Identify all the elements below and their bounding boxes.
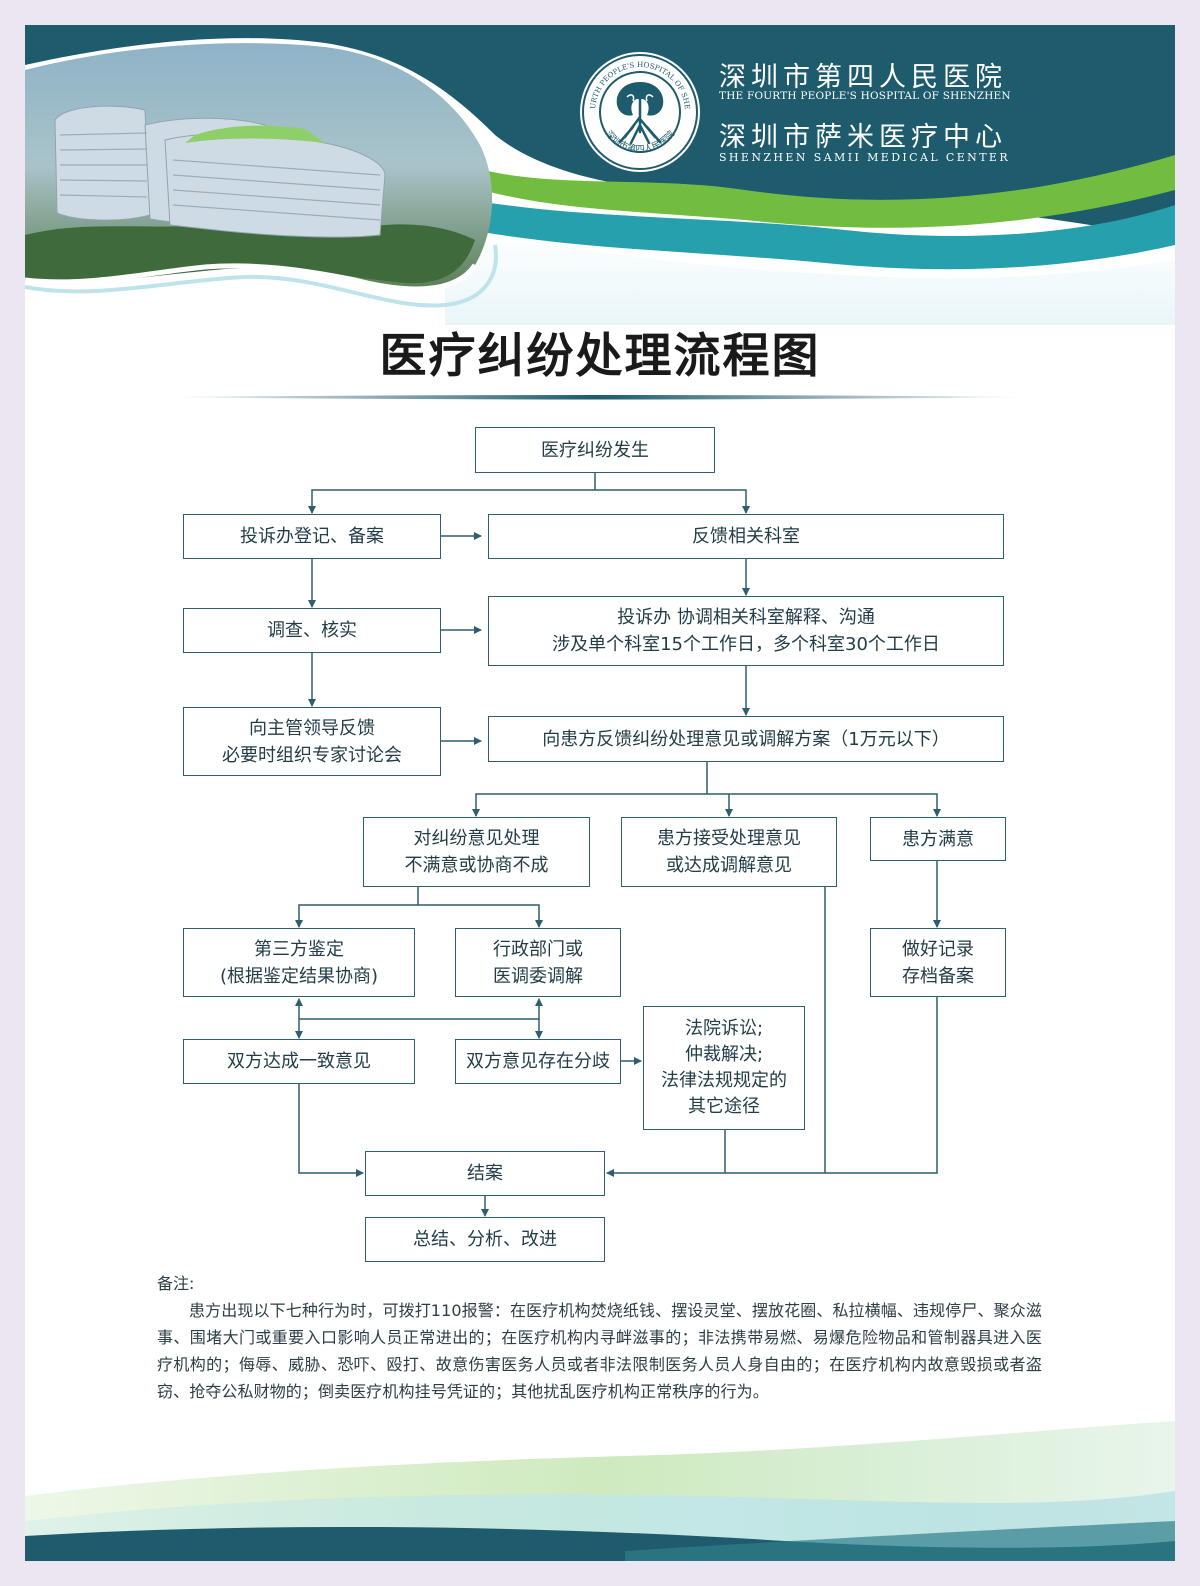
flow-legal-line: 仲裁解决; — [684, 1044, 764, 1065]
flow-record-line: 存档备案 — [902, 965, 974, 987]
flow-agreement: 双方达成一致意见 — [183, 1039, 415, 1084]
flow-report-leader-line: 必要时组织专家讨论会 — [222, 744, 402, 766]
center-name-cn: 深圳市萨米医疗中心 — [719, 122, 1007, 153]
flow-summary: 总结、分析、改进 — [365, 1217, 605, 1262]
flow-feedback-dept: 反馈相关科室 — [488, 514, 1004, 559]
flow-record-line: 做好记录 — [902, 938, 974, 960]
flow-accept-line: 患方接受处理意见 — [657, 828, 801, 849]
flow-coordinate: 投诉办 协调相关科室解释、沟通 涉及单个科室15个工作日，多个科室30个工作日 — [488, 596, 1004, 666]
flow-feedback-dept-label: 反馈相关科室 — [692, 526, 800, 547]
flow-feedback-patient: 向患方反馈纠纷处理意见或调解方案（1万元以下） — [488, 716, 1004, 762]
page-title: 医疗纠纷处理流程图 — [379, 329, 821, 384]
flow-third-party-line: 第三方鉴定 — [254, 938, 344, 960]
flow-legal-line: 其它途径 — [688, 1096, 760, 1117]
center-name-en: SHENZHEN SAMII MEDICAL CENTER — [719, 151, 1011, 164]
flow-satisfied: 患方满意 — [870, 817, 1006, 861]
flow-close-case: 结案 — [365, 1151, 605, 1196]
flow-record: 做好记录 存档备案 — [870, 928, 1006, 997]
flow-report-leader-line: 向主管领导反馈 — [249, 717, 375, 739]
flow-investigate: 调查、核实 — [183, 608, 441, 653]
flow-unsatisfied-line: 不满意或协商不成 — [404, 855, 549, 876]
footer-waves — [25, 1421, 1175, 1561]
flow-disagreement: 双方意见存在分歧 — [455, 1039, 621, 1084]
flow-feedback-patient-label: 向患方反馈纠纷处理意见或调解方案（1万元以下） — [542, 728, 950, 750]
flow-start: 医疗纠纷发生 — [475, 427, 715, 473]
hospital-name-cn: 深圳市第四人民医院 — [719, 62, 1007, 93]
flow-accept-line: 或达成调解意见 — [666, 855, 792, 876]
flow-legal: 法院诉讼; 仲裁解决; 法律法规规定的 其它途径 — [643, 1006, 805, 1130]
flow-satisfied-label: 患方满意 — [902, 828, 974, 850]
poster: THE FOURTH PEOPLE'S HOSPITAL OF SHENZHEN… — [25, 25, 1175, 1561]
flow-summary-label: 总结、分析、改进 — [413, 1229, 557, 1250]
hospital-name-en: THE FOURTH PEOPLE'S HOSPITAL OF SHENZHEN — [719, 90, 1011, 102]
flow-investigate-label: 调查、核实 — [267, 620, 357, 641]
flow-third-party: 第三方鉴定 (根据鉴定结果协商) — [183, 928, 415, 997]
flow-register: 投诉办登记、备案 — [183, 514, 441, 559]
flow-coordinate-line: 投诉办 协调相关科室解释、沟通 — [617, 607, 875, 628]
flow-coordinate-line: 涉及单个科室15个工作日，多个科室30个工作日 — [552, 634, 940, 655]
flow-disagreement-label: 双方意见存在分歧 — [466, 1051, 610, 1072]
header-banner — [25, 25, 1175, 325]
flow-agreement-label: 双方达成一致意见 — [227, 1051, 371, 1072]
flow-accept: 患方接受处理意见 或达成调解意见 — [621, 817, 837, 887]
flow-close-case-label: 结案 — [467, 1163, 503, 1184]
notes-label: 备注: — [157, 1274, 195, 1293]
hospital-logo-icon: THE FOURTH PEOPLE'S HOSPITAL OF SHENZHEN… — [575, 47, 700, 172]
flow-unsatisfied: 对纠纷意见处理 不满意或协商不成 — [363, 817, 590, 887]
flow-report-leader: 向主管领导反馈 必要时组织专家讨论会 — [183, 707, 441, 776]
flow-unsatisfied-line: 对纠纷意见处理 — [413, 828, 540, 849]
flow-start-label: 医疗纠纷发生 — [541, 439, 649, 461]
flow-admin-mediation-line: 医调委调解 — [493, 965, 583, 987]
flow-legal-line: 法院诉讼; — [684, 1018, 764, 1039]
flow-admin-mediation: 行政部门或 医调委调解 — [455, 928, 621, 997]
notes-text: 患方出现以下七种行为时，可拨打110报警：在医疗机构焚烧纸钱、摆设灵堂、摆放花圈… — [157, 1301, 1042, 1401]
title-underline — [155, 395, 1035, 400]
flow-register-label: 投诉办登记、备案 — [240, 526, 384, 547]
flow-third-party-line: (根据鉴定结果协商) — [219, 965, 379, 987]
flow-legal-line: 法律法规规定的 — [661, 1070, 787, 1091]
flow-admin-mediation-line: 行政部门或 — [493, 938, 583, 960]
notes-section: 备注: 患方出现以下七种行为时，可拨打110报警：在医疗机构焚烧纸钱、摆设灵堂、… — [157, 1270, 1042, 1405]
